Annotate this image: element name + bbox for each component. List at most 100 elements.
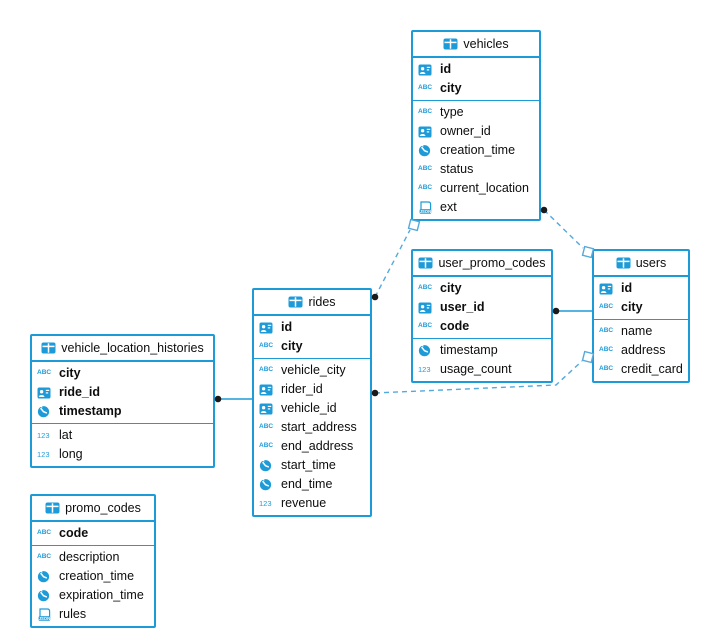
text-icon: ABC: [259, 442, 274, 450]
column-row-expiration_time: expiration_time: [32, 586, 154, 605]
table-name: rides: [308, 294, 336, 309]
text-icon: ABC: [599, 346, 614, 354]
datetime-icon: [418, 344, 436, 358]
relationship-endpoint-dot: [540, 206, 548, 214]
column-name: creation_time: [440, 143, 516, 158]
column-name: id: [621, 281, 633, 296]
table-header-rides[interactable]: rides: [254, 290, 370, 316]
id-icon: [599, 282, 617, 296]
column-name: start_address: [281, 420, 357, 435]
table-header-users[interactable]: users: [594, 251, 688, 277]
table-icon: [45, 501, 60, 515]
column-name: credit_card: [621, 362, 683, 377]
column-name: city: [621, 300, 643, 315]
text-icon: ABC: [418, 322, 433, 330]
column-name: expiration_time: [59, 588, 144, 603]
table-header-user_promo_codes[interactable]: user_promo_codes: [413, 251, 551, 277]
column-row-timestamp: timestamp: [32, 402, 213, 421]
column-name: type: [440, 105, 464, 120]
column-row-creation_time: creation_time: [413, 141, 539, 160]
column-name: id: [281, 320, 293, 335]
column-name: city: [59, 366, 81, 381]
text-icon: ABC: [37, 529, 52, 537]
column-row-type: ABC type: [413, 103, 539, 122]
table-icon: [443, 37, 458, 51]
text-icon: ABC: [418, 108, 433, 116]
column-row-id: id: [413, 60, 539, 79]
table-icon: [41, 341, 56, 355]
table-name: user_promo_codes: [438, 255, 546, 270]
column-name: city: [281, 339, 303, 354]
table-name: promo_codes: [65, 500, 141, 515]
column-name: timestamp: [440, 343, 498, 358]
column-row-rules: JSON rules: [32, 605, 154, 624]
column-row-ext: JSON ext: [413, 198, 539, 217]
id-icon: [418, 301, 436, 315]
column-name: long: [59, 447, 83, 462]
column-name: city: [440, 281, 462, 296]
column-name: current_location: [440, 181, 529, 196]
text-icon: ABC: [418, 84, 433, 92]
relationship-rides-to-vehicles[interactable]: [374, 229, 411, 298]
relationship-vehicles-to-users[interactable]: [543, 209, 584, 249]
column-row-creation_time: creation_time: [32, 567, 154, 586]
column-row-rider_id: rider_id: [254, 380, 370, 399]
relationship-endpoint-dot: [371, 389, 379, 397]
datetime-icon: [37, 570, 55, 584]
column-name: owner_id: [440, 124, 491, 139]
json-icon: JSON: [37, 607, 55, 622]
json-icon: JSON: [418, 200, 436, 215]
column-row-owner_id: owner_id: [413, 122, 539, 141]
datetime-icon: [37, 589, 55, 603]
id-icon: [37, 386, 55, 400]
column-row-ride_id: ride_id: [32, 383, 213, 402]
relationship-endpoint-dot: [214, 395, 222, 403]
column-name: rules: [59, 607, 87, 622]
column-name: usage_count: [440, 362, 512, 377]
svg-text:JSON: JSON: [420, 209, 431, 214]
column-name: ext: [440, 200, 457, 215]
text-icon: ABC: [37, 553, 52, 561]
table-header-promo_codes[interactable]: promo_codes: [32, 496, 154, 522]
table-name: users: [635, 255, 667, 270]
column-name: timestamp: [59, 404, 122, 419]
column-row-id: id: [594, 279, 688, 298]
datetime-icon: [259, 459, 277, 473]
table-header-vehicles[interactable]: vehicles: [413, 32, 539, 58]
text-icon: ABC: [599, 327, 614, 335]
relationship-endpoint-dot: [371, 293, 379, 301]
table-header-vehicle_location_histories[interactable]: vehicle_location_histories: [32, 336, 213, 362]
svg-text:JSON: JSON: [39, 616, 50, 621]
relationship-endpoint-square: [407, 218, 421, 232]
column-name: vehicle_id: [281, 401, 337, 416]
table-icon: [288, 295, 303, 309]
column-name: code: [59, 526, 89, 541]
column-name: revenue: [281, 496, 327, 511]
